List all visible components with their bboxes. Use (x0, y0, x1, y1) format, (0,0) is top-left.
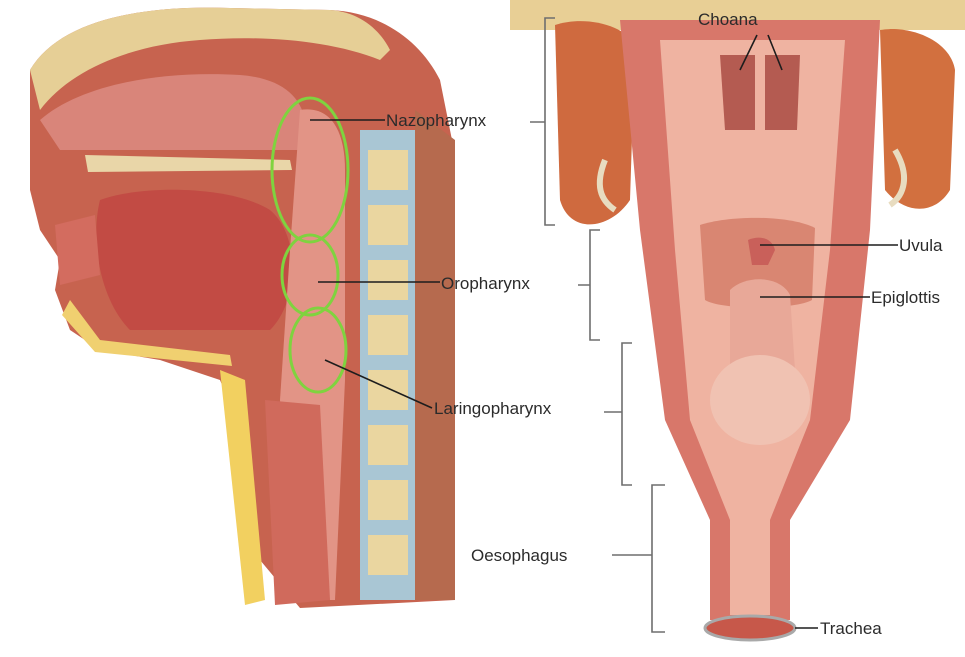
nazopharynx-label: Nazopharynx (386, 111, 487, 130)
nasopharynx-bracket (530, 18, 555, 225)
sagittal-section-illustration (30, 8, 455, 608)
trachea-ring (705, 616, 795, 640)
trachea-label: Trachea (820, 619, 882, 638)
oropharynx-bracket (578, 230, 600, 340)
choana-label: Choana (698, 10, 758, 29)
right-muscle-mass (880, 29, 955, 209)
larynx-trachea (265, 400, 330, 605)
uvula-label: Uvula (899, 236, 943, 255)
laryngopharynx-bracket (604, 343, 632, 485)
tongue (96, 190, 292, 330)
epiglottis-label: Epiglottis (871, 288, 940, 307)
oesophagus-bracket (612, 485, 665, 632)
posterior-view-illustration (510, 0, 965, 640)
posterior-neck (415, 110, 455, 600)
left-muscle-mass (555, 21, 635, 224)
lips (55, 215, 100, 285)
oropharynx-label: Oropharynx (441, 274, 530, 293)
vertebral-column (360, 130, 415, 600)
laringopharynx-label: Laringopharynx (434, 399, 552, 418)
laryngeal-inlet (710, 355, 810, 445)
oesophagus-label: Oesophagus (471, 546, 567, 565)
